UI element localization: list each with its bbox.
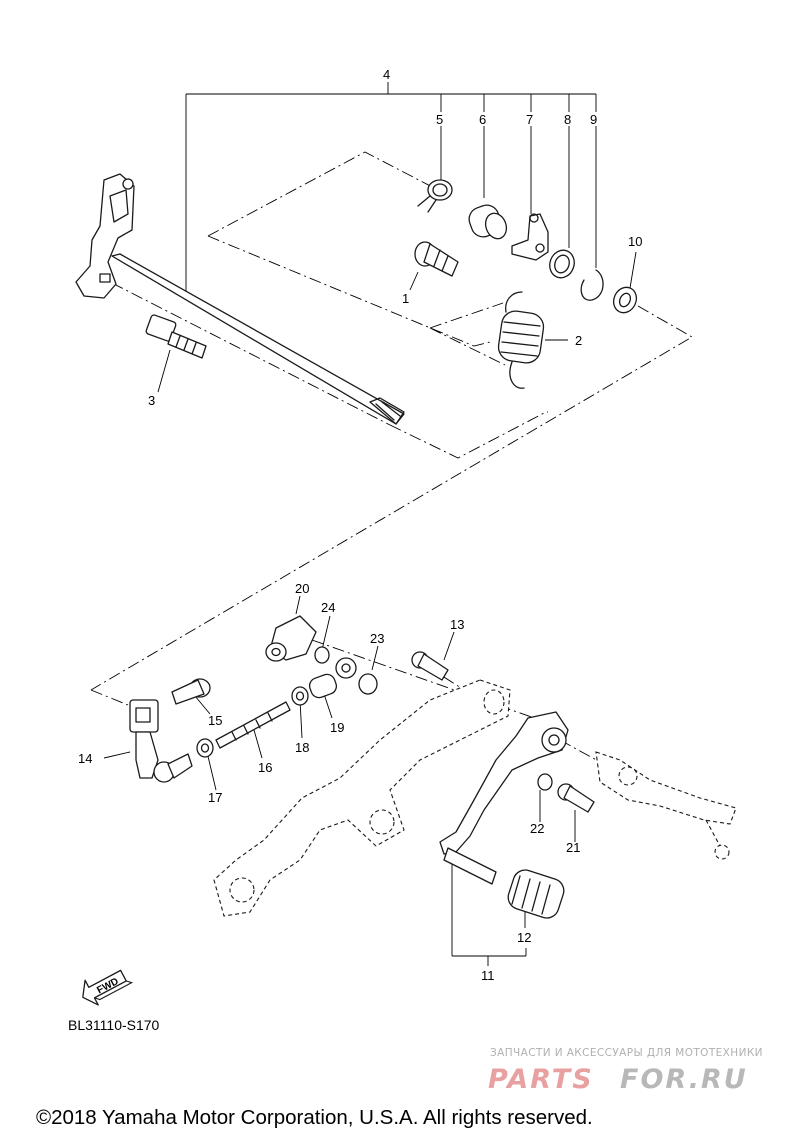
callout-13: 13 (450, 617, 464, 632)
callout-12: 12 (517, 930, 531, 945)
callout-14: 14 (78, 751, 92, 766)
callout-21: 21 (566, 840, 580, 855)
fwd-label: FWD (95, 976, 120, 996)
callout-11: 11 (481, 968, 495, 983)
callout-22: 22 (530, 821, 544, 836)
copyright-notice: ©2018 Yamaha Motor Corporation, U.S.A. A… (36, 1106, 593, 1129)
diagram-code: BL31110-S170 (68, 1017, 160, 1033)
shift-pedal (439, 711, 737, 919)
callout-4: 4 (383, 67, 390, 82)
watermark-logo: ЗАПЧАСТИ И АКСЕССУАРЫ ДЛЯ МОТОТЕХНИКИ PA… (488, 1047, 763, 1095)
watermark-brand-parts: PARTS (488, 1064, 594, 1095)
callout-15: 15 (208, 713, 222, 728)
shift-shaft-assembly (75, 173, 405, 425)
callout-3: 3 (148, 393, 155, 408)
watermark-brand-for: FOR.RU (620, 1064, 748, 1095)
callout-1: 1 (402, 291, 409, 306)
leader-lines (103, 82, 637, 966)
callout-17: 17 (208, 790, 222, 805)
frame-ghost (213, 679, 511, 917)
callout-2: 2 (575, 333, 582, 348)
callout-20: 20 (295, 581, 309, 596)
assembly-lines (90, 151, 693, 763)
callout-23: 23 (370, 631, 384, 646)
callout-9: 9 (590, 112, 597, 127)
callout-5: 5 (436, 112, 443, 127)
callout-19: 19 (330, 720, 344, 735)
callout-10: 10 (628, 234, 642, 249)
callout-8: 8 (564, 112, 571, 127)
callout-24: 24 (321, 600, 335, 615)
fwd-arrow-icon: FWD (82, 969, 134, 1006)
watermark-tagline: ЗАПЧАСТИ И АКСЕССУАРЫ ДЛЯ МОТОТЕХНИКИ (490, 1047, 763, 1059)
callout-7: 7 (526, 112, 533, 127)
callout-18: 18 (295, 740, 309, 755)
callout-labels: 4 5 6 7 8 9 10 1 2 3 20 24 23 13 15 19 1… (78, 67, 642, 983)
callout-16: 16 (258, 760, 272, 775)
shift-linkage (129, 615, 449, 783)
small-parts (414, 179, 638, 389)
callout-6: 6 (479, 112, 486, 127)
